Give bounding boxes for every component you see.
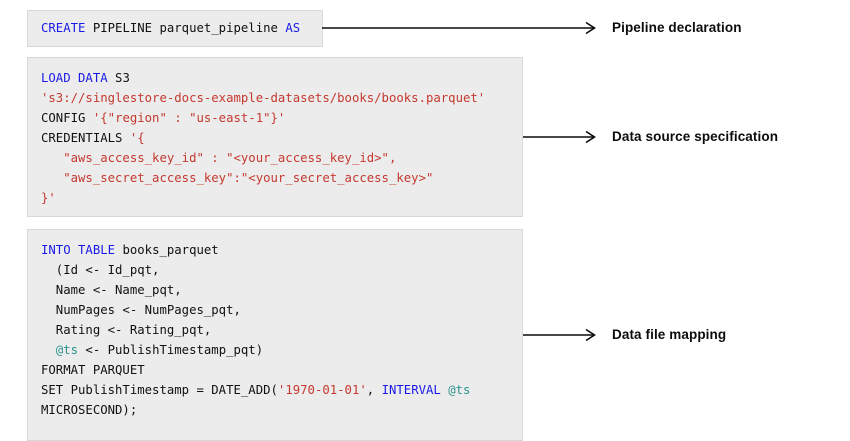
code-token: CONFIG bbox=[41, 111, 93, 125]
code-token: NumPages <- NumPages_pqt, bbox=[41, 303, 241, 317]
code-token: '{"region" : "us-east-1"}' bbox=[92, 111, 286, 125]
code-token: AS bbox=[285, 21, 301, 35]
code-token: '1970-01-01' bbox=[277, 383, 367, 397]
code-line: CREDENTIALS '{ bbox=[41, 128, 508, 148]
code-token: , bbox=[366, 383, 382, 397]
code-line: LOAD DATA S3 bbox=[41, 68, 508, 88]
code-line: NumPages <- NumPages_pqt, bbox=[41, 300, 508, 320]
code-token: MICROSECOND); bbox=[41, 403, 138, 417]
code-token bbox=[41, 343, 56, 357]
code-token: Rating <- Rating_pqt, bbox=[41, 323, 212, 337]
code-token: "aws_access_key_id" : "<your_access_key_… bbox=[41, 151, 397, 165]
code-token: INTO TABLE bbox=[41, 243, 116, 257]
code-token: }' bbox=[41, 191, 56, 205]
annotation-label-pipeline-declaration: Pipeline declaration bbox=[612, 20, 742, 35]
code-token: <- PublishTimestamp_pqt) bbox=[78, 343, 264, 357]
code-line: @ts <- PublishTimestamp_pqt) bbox=[41, 340, 508, 360]
code-line: INTO TABLE books_parquet bbox=[41, 240, 508, 260]
code-line: "aws_secret_access_key":"<your_secret_ac… bbox=[41, 168, 508, 188]
code-line: 's3://singlestore-docs-example-datasets/… bbox=[41, 88, 508, 108]
code-line: (Id <- Id_pqt, bbox=[41, 260, 508, 280]
code-block-data-source: LOAD DATA S3 's3://singlestore-docs-examp… bbox=[27, 57, 523, 217]
code-token: books_parquet bbox=[115, 243, 219, 257]
code-line: Rating <- Rating_pqt, bbox=[41, 320, 508, 340]
code-token: @ts bbox=[55, 343, 79, 357]
code-token: Name <- Name_pqt, bbox=[41, 283, 182, 297]
code-token: CREDENTIALS bbox=[41, 131, 130, 145]
code-token: @ts bbox=[448, 383, 471, 397]
code-token: '{ bbox=[129, 131, 145, 145]
arrow-data-source-specification bbox=[523, 130, 602, 144]
code-token: "aws_secret_access_key":"<your_secret_ac… bbox=[41, 171, 434, 185]
code-token: INTERVAL bbox=[381, 383, 441, 397]
code-line: SET PublishTimestamp = DATE_ADD('1970-01… bbox=[41, 380, 508, 400]
annotation-label-data-source-specification: Data source specification bbox=[612, 129, 779, 144]
code-token: CREATE bbox=[41, 21, 86, 35]
code-block-pipeline-declaration: CREATE PIPELINE parquet_pipeline AS bbox=[27, 10, 323, 47]
code-line: }' bbox=[41, 188, 508, 208]
code-line: CONFIG '{"region" : "us-east-1"}' bbox=[41, 108, 508, 128]
code-line: MICROSECOND); bbox=[41, 400, 508, 420]
code-token: SET PublishTimestamp = DATE_ADD( bbox=[41, 383, 278, 397]
annotation-label-data-file-mapping: Data file mapping bbox=[612, 327, 727, 342]
arrow-data-file-mapping bbox=[523, 328, 602, 342]
code-token: LOAD DATA bbox=[41, 71, 108, 85]
code-block-data-file-mapping: INTO TABLE books_parquet (Id <- Id_pqt, … bbox=[27, 229, 523, 441]
code-token: FORMAT PARQUET bbox=[41, 363, 145, 377]
code-line: Name <- Name_pqt, bbox=[41, 280, 508, 300]
code-line: FORMAT PARQUET bbox=[41, 360, 508, 380]
code-line: "aws_access_key_id" : "<your_access_key_… bbox=[41, 148, 508, 168]
code-token: (Id <- Id_pqt, bbox=[41, 263, 160, 277]
code-line: CREATE PIPELINE parquet_pipeline AS bbox=[41, 18, 308, 38]
code-token: PIPELINE parquet_pipeline bbox=[85, 21, 286, 35]
code-token: S3 bbox=[107, 71, 130, 85]
code-token: 's3://singlestore-docs-example-datasets/… bbox=[41, 91, 486, 105]
arrow-pipeline-declaration bbox=[322, 21, 602, 35]
